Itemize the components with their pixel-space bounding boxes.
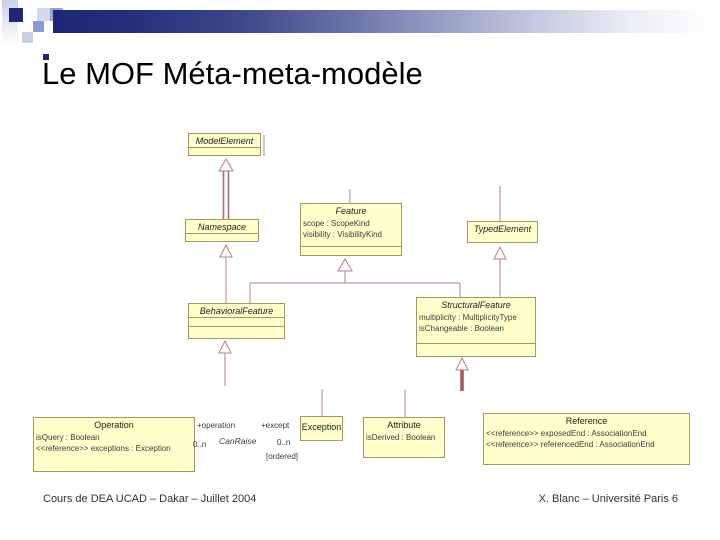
class-name: Attribute xyxy=(387,420,421,430)
deco-square-light-2 xyxy=(22,32,33,43)
class-attribute: <<reference>> referencedEnd : Associatio… xyxy=(486,440,655,449)
class-attribute: isChangeable : Boolean xyxy=(419,324,504,333)
empty-compartment xyxy=(189,317,284,326)
attribute-compartment: isDerived : Boolean xyxy=(364,431,444,457)
association-multiplicity-left: 0..n xyxy=(193,440,207,449)
class-name: ModelElement xyxy=(195,136,254,146)
class-box-reference: Reference <<reference>> exposedEnd : Ass… xyxy=(483,413,690,465)
class-attribute: visibility : VisibilityKind xyxy=(303,230,382,239)
empty-compartment xyxy=(189,147,260,148)
class-box-namespace: Namespace xyxy=(185,219,259,242)
class-box-behavioralfeature: BehavioralFeature xyxy=(188,303,285,339)
empty-compartment xyxy=(189,326,284,338)
attribute-compartment: <<reference>> exposedEnd : AssociationEn… xyxy=(484,427,689,464)
class-box-exception: Exception xyxy=(300,416,343,441)
class-box-modelelement: ModelElement xyxy=(188,133,261,156)
class-attribute: isQuery : Boolean xyxy=(36,433,100,442)
class-name: Namespace xyxy=(197,222,247,232)
class-box-attribute: Attribute isDerived : Boolean xyxy=(363,417,445,458)
association-multiplicity-right: 0..n xyxy=(277,438,291,447)
empty-compartment xyxy=(417,343,535,356)
class-name: BehavioralFeature xyxy=(199,306,274,316)
class-attribute: scope : ScopeKind xyxy=(303,219,370,228)
association-name: CanRaise xyxy=(219,436,257,446)
deco-square-tiny xyxy=(43,54,49,60)
attribute-compartment: scope : ScopeKind visibility : Visibilit… xyxy=(301,217,401,246)
association-role-except: +except xyxy=(261,421,290,430)
association-role-operation: +operation xyxy=(197,421,236,430)
empty-compartment xyxy=(186,233,258,234)
slide-title: Le MOF Méta-meta-modèle xyxy=(42,56,423,91)
class-name: TypedElement xyxy=(473,224,532,234)
class-attribute: isDerived : Boolean xyxy=(366,433,436,442)
class-name: Reference xyxy=(565,416,608,426)
deco-square-navy xyxy=(9,8,23,22)
footer-author-info: X. Blanc – Université Paris 6 xyxy=(538,493,678,505)
class-box-typedelement: TypedElement xyxy=(467,221,538,243)
class-name: StructuralFeature xyxy=(441,300,511,310)
deco-vertical-strip xyxy=(2,0,18,44)
association-constraint-ordered: [ordered] xyxy=(266,452,299,461)
attribute-compartment: isQuery : Boolean <<reference>> exceptio… xyxy=(34,431,194,471)
footer-course-info: Cours de DEA UCAD – Dakar – Juillet 2004 xyxy=(43,493,257,505)
class-name: Exception xyxy=(301,422,342,432)
class-attribute: <<reference>> exposedEnd : AssociationEn… xyxy=(486,429,647,438)
class-name: Feature xyxy=(335,206,367,216)
class-box-structuralfeature: StructuralFeature multiplicity : Multipl… xyxy=(416,297,536,357)
class-name: Operation xyxy=(94,420,134,430)
attribute-compartment: multiplicity : MultiplicityType isChange… xyxy=(417,311,535,343)
class-attribute: <<reference>> exceptions : Exception xyxy=(36,444,171,453)
deco-square-light xyxy=(37,8,50,21)
class-box-feature: Feature scope : ScopeKind visibility : V… xyxy=(300,203,402,256)
empty-compartment xyxy=(301,246,401,255)
class-box-operation: Operation isQuery : Boolean <<reference>… xyxy=(33,417,195,472)
deco-square-medium-2 xyxy=(33,21,44,32)
deco-gradient-bar xyxy=(53,10,712,33)
class-attribute: multiplicity : MultiplicityType xyxy=(419,313,517,322)
